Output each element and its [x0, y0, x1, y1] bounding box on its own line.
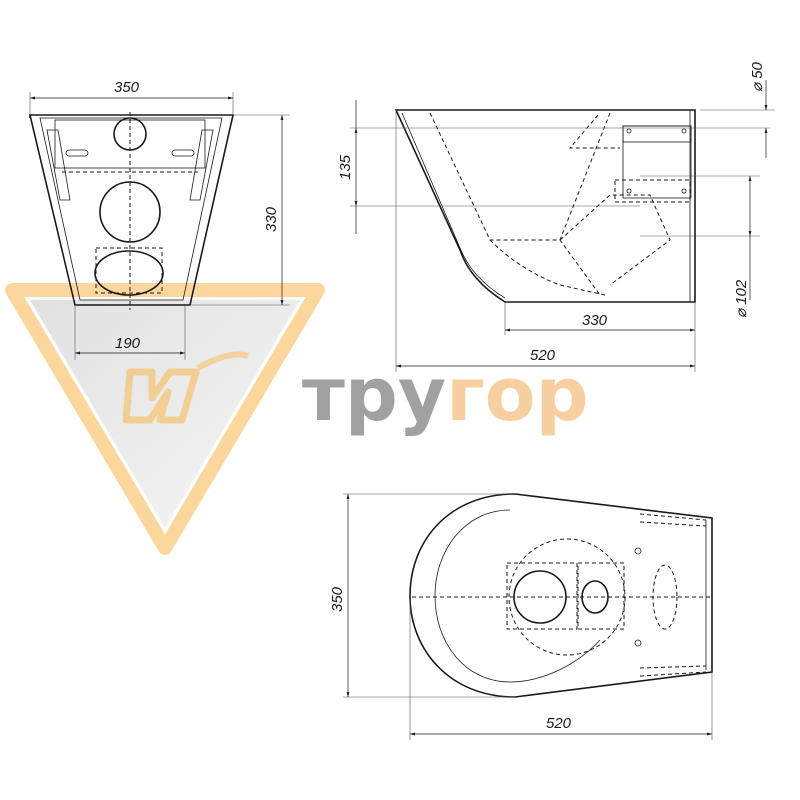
- side-view-outline: [394, 109, 696, 303]
- front-dim-width: 350: [114, 79, 140, 96]
- logo-triangle-fill: [30, 300, 300, 528]
- slot-right: [171, 149, 195, 157]
- side-dim-top-pipe: ⌀ 50: [749, 61, 766, 92]
- top-view-outline: [409, 493, 713, 698]
- logo-monogram: [122, 368, 200, 424]
- logo-wordmark-light: гор: [446, 352, 588, 438]
- logo-triangle-outline: [5, 283, 325, 555]
- front-view: 350 330 190: [28, 79, 290, 360]
- side-dim-offset: 135: [337, 154, 354, 180]
- logo-wordmark: тругор: [302, 352, 589, 438]
- side-mounting-plate: [622, 125, 692, 199]
- side-dim-length: 520: [530, 347, 556, 364]
- top-dim-length: 520: [546, 715, 572, 732]
- top-dim-width: 350: [329, 586, 346, 612]
- logo-wordmark-dark: тру: [302, 352, 446, 438]
- front-dim-height: 330: [263, 206, 280, 232]
- side-view: 135 ⌀ 50 ⌀ 102 330 520: [337, 61, 775, 372]
- top-view: 350 520: [329, 493, 713, 740]
- side-dim-outlet: ⌀ 102: [733, 279, 750, 318]
- front-dim-base: 190: [115, 335, 141, 352]
- side-dim-base: 330: [582, 312, 608, 329]
- trugor-logo: тругор: [5, 283, 589, 555]
- slot-left: [65, 149, 89, 157]
